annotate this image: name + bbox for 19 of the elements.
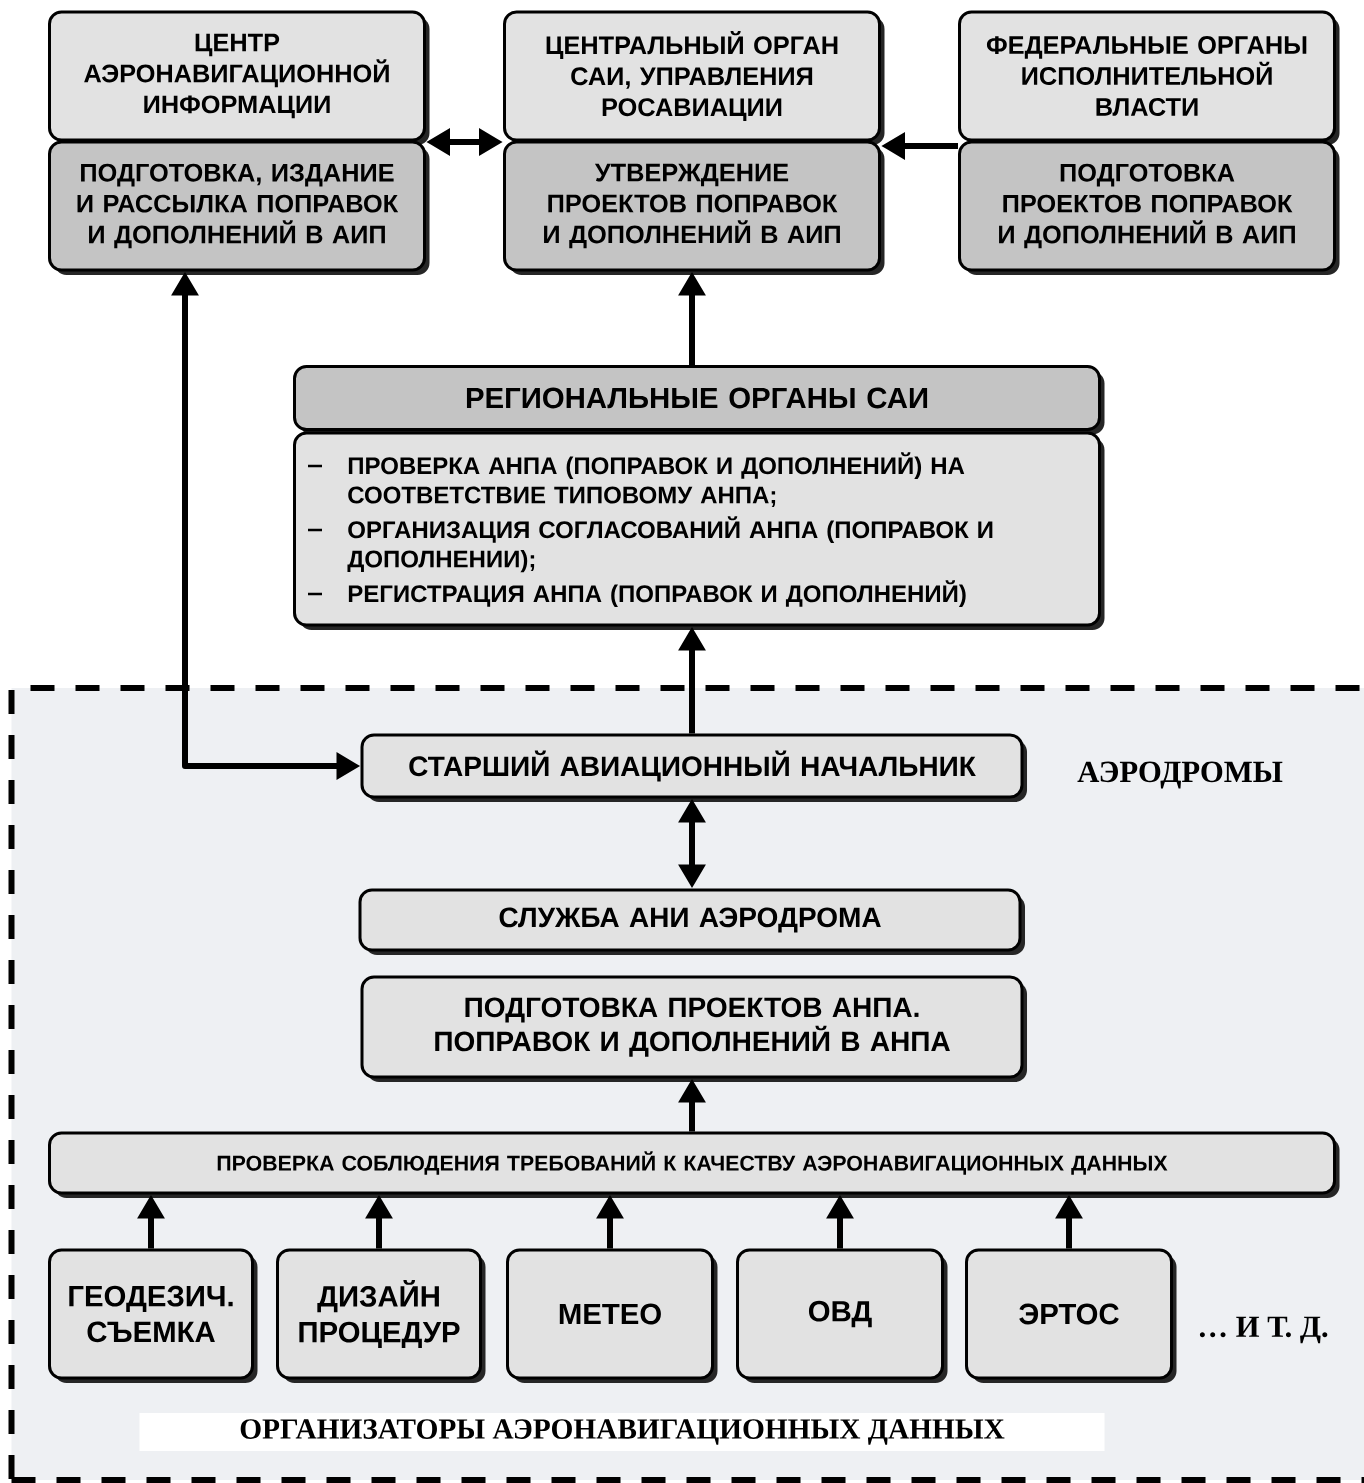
org-box: ФЕДЕРАЛЬНЫЕ ОРГАНЫ ИСПОЛНИТЕЛЬНОЙ ВЛАСТИ (958, 10, 1340, 145)
process-box: ПОДГОТОВКА ПРОЕКТОВ АНПА. ПОПРАВОК И ДОПОЛНЕНИЙ В АНПА (360, 975, 1027, 1082)
process-box: СТАРШИЙ АВИАЦИОННЫЙ НАЧАЛЬНИК (360, 733, 1027, 802)
region-title: АЭРОДРОМЫ (1077, 761, 1283, 789)
org-box: ЦЕНТР АЭРОНАВИГАЦИОННОЙ ИНФОРМАЦИИ (48, 10, 430, 145)
process-box: СЛУЖБА АНИ АЭРОДРОМА (358, 888, 1025, 955)
header-box: РЕГИОНАЛЬНЫЕ ОРГАНЫ САИ (293, 365, 1105, 435)
source-box: ЭРТОС (965, 1248, 1177, 1383)
process-box: ПРОВЕРКА СОБЛЮДЕНИЯ ТРЕБОВАНИЙ К КАЧЕСТВУ АЭРОНАВИГАЦИОННЫХ ДАННЫХ (48, 1131, 1340, 1198)
task-box: УТВЕРЖДЕНИЕ ПРОЕКТОВ ПОПРАВОК И ДОПОЛНЕНИЙ В АИП (503, 140, 885, 275)
source-box: ГЕОДЕЗИЧ. СЪЕМКА (48, 1248, 258, 1383)
task-box: ПОДГОТОВКА ПРОЕКТОВ ПОПРАВОК И ДОПОЛНЕНИЙ В АИП (958, 140, 1340, 275)
source-box: ОВД (736, 1248, 948, 1383)
source-box: ДИЗАЙН ПРОЦЕДУР (276, 1248, 486, 1383)
source-box: МЕТЕО (506, 1248, 718, 1383)
region-caption: ОРГАНИЗАТОРЫ АЭРОНАВИГАЦИОННЫХ ДАННЫХ (139, 1413, 1105, 1451)
org-box: ЦЕНТРАЛЬНЫЙ ОРГАН САИ, УПРАВЛЕНИЯ РОСАВИАЦИИ (503, 10, 885, 145)
task-box: ПОДГОТОВКА, ИЗДАНИЕ И РАССЫЛКА ПОПРАВОК И ДОПОЛНЕНИЙ В АИП (48, 140, 430, 275)
note-text: … И Т. Д. (1199, 1316, 1328, 1344)
